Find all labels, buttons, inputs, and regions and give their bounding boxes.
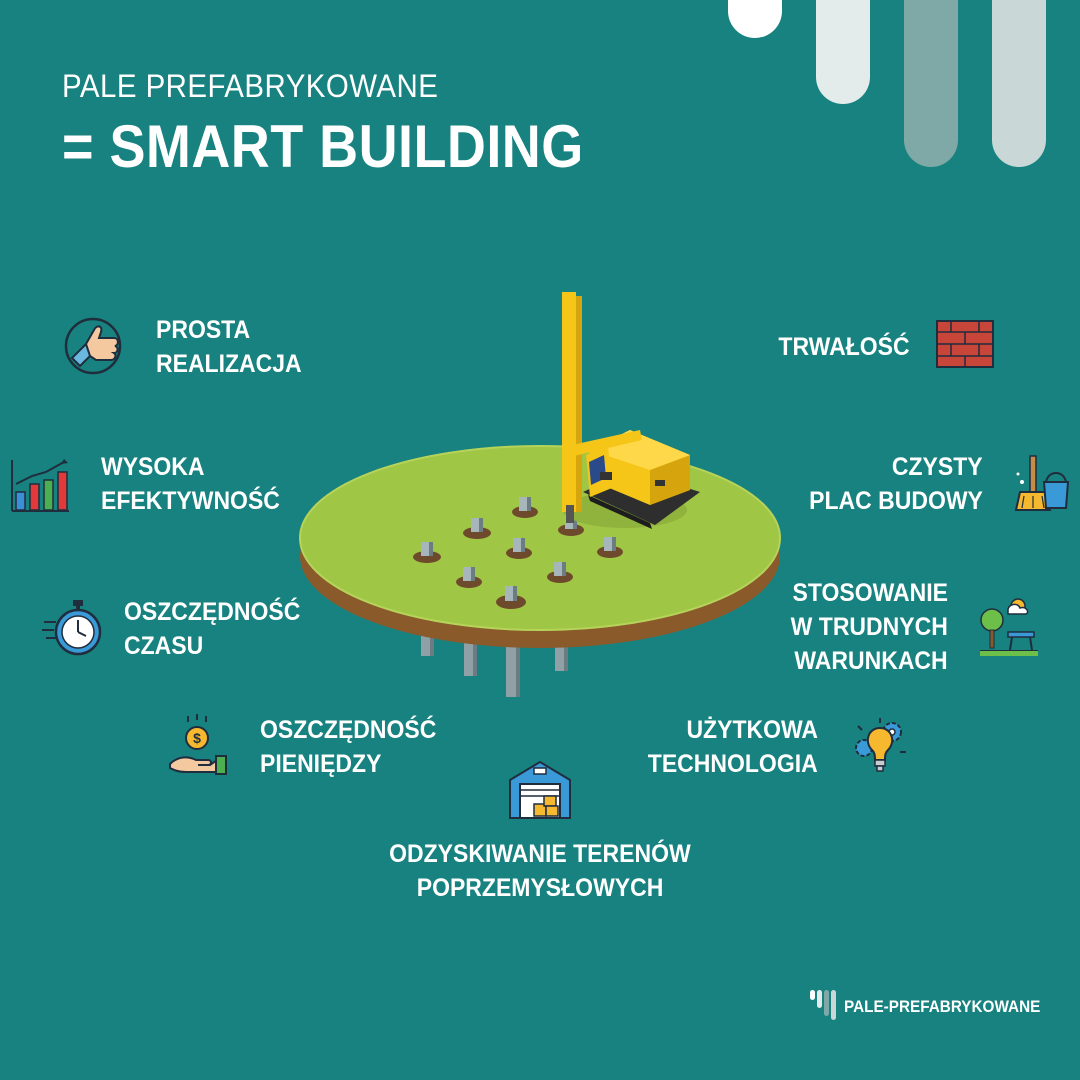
- feature-label: OSZCZĘDNOŚĆ: [260, 716, 437, 744]
- feature-label: UŻYTKOWA: [686, 716, 818, 744]
- feature-label: WYSOKA: [101, 453, 205, 481]
- feature-label: CZYSTY: [892, 453, 983, 481]
- brand-logo: PALE-PREFABRYKOWANE: [810, 990, 1062, 1024]
- stopwatch-icon: [42, 600, 102, 656]
- warehouse-icon: [509, 760, 571, 819]
- decor-bar-4: [992, 0, 1046, 167]
- feature-label: POPRZEMYSŁOWYCH: [416, 874, 664, 902]
- decor-bar-1: [728, 0, 782, 38]
- bar-chart-icon: [11, 459, 69, 512]
- feature-label: STOSOWANIE: [792, 579, 948, 607]
- header-subtitle: PALE PREFABRYKOWANE: [62, 68, 439, 104]
- feature-uzytkowa-technologia: UŻYTKOWA TECHNOLOGIA: [633, 713, 818, 781]
- feature-label: OSZCZĘDNOŚĆ: [124, 598, 301, 626]
- brick-wall-icon: [936, 320, 994, 368]
- park-weather-icon: [980, 598, 1038, 656]
- feature-czysty-plac-budowy: CZYSTY PLAC BUDOWY: [794, 450, 983, 518]
- feature-stosowanie-w-trudnych-warunkach: STOSOWANIE W TRUDNYCH WARUNKACH: [777, 576, 948, 678]
- feature-label: REALIZACJA: [156, 350, 302, 378]
- lightbulb-gear-icon: [855, 718, 906, 772]
- thumbs-up-icon: [64, 317, 122, 375]
- feature-label: PIENIĘDZY: [260, 750, 382, 778]
- feature-label: ODZYSKIWANIE TERENÓW: [389, 840, 691, 868]
- decor-bar-3: [904, 0, 958, 167]
- feature-label: PROSTA: [156, 316, 251, 344]
- cleaning-tools-icon: [1014, 455, 1070, 511]
- svg-text:$: $: [193, 730, 201, 746]
- feature-label: WARUNKACH: [794, 647, 948, 675]
- feature-prosta-realizacja: PROSTA REALIZACJA: [156, 313, 314, 381]
- feature-oszczednosc-pieniedzy: OSZCZĘDNOŚĆ PIENIĘDZY: [260, 713, 452, 781]
- feature-label: PLAC BUDOWY: [809, 487, 983, 515]
- brand-name: PALE-PREFABRYKOWANE: [844, 997, 1041, 1016]
- money-hand-icon: $: [169, 714, 227, 775]
- feature-label: TRWAŁOŚĆ: [778, 333, 910, 361]
- feature-odzyskiwanie-terenow: ODZYSKIWANIE TERENÓW POPRZEMYSŁOWYCH: [340, 837, 740, 905]
- feature-oszczednosc-czasu: OSZCZĘDNOŚĆ CZASU: [124, 595, 316, 663]
- feature-label: W TRUDNYCH: [790, 613, 948, 641]
- header-title: = SMART BUILDING: [62, 113, 584, 180]
- pile-driver-illustration: [299, 292, 781, 697]
- feature-wysoka-efektywnosc: WYSOKA EFEKTYWNOŚĆ: [101, 450, 295, 518]
- feature-trwalosc: TRWAŁOŚĆ: [767, 330, 910, 364]
- decor-bar-2: [816, 0, 870, 104]
- feature-label: EFEKTYWNOŚĆ: [101, 487, 280, 515]
- brand-bars-icon: [810, 990, 836, 1020]
- feature-label: TECHNOLOGIA: [648, 750, 818, 778]
- feature-label: CZASU: [124, 632, 204, 660]
